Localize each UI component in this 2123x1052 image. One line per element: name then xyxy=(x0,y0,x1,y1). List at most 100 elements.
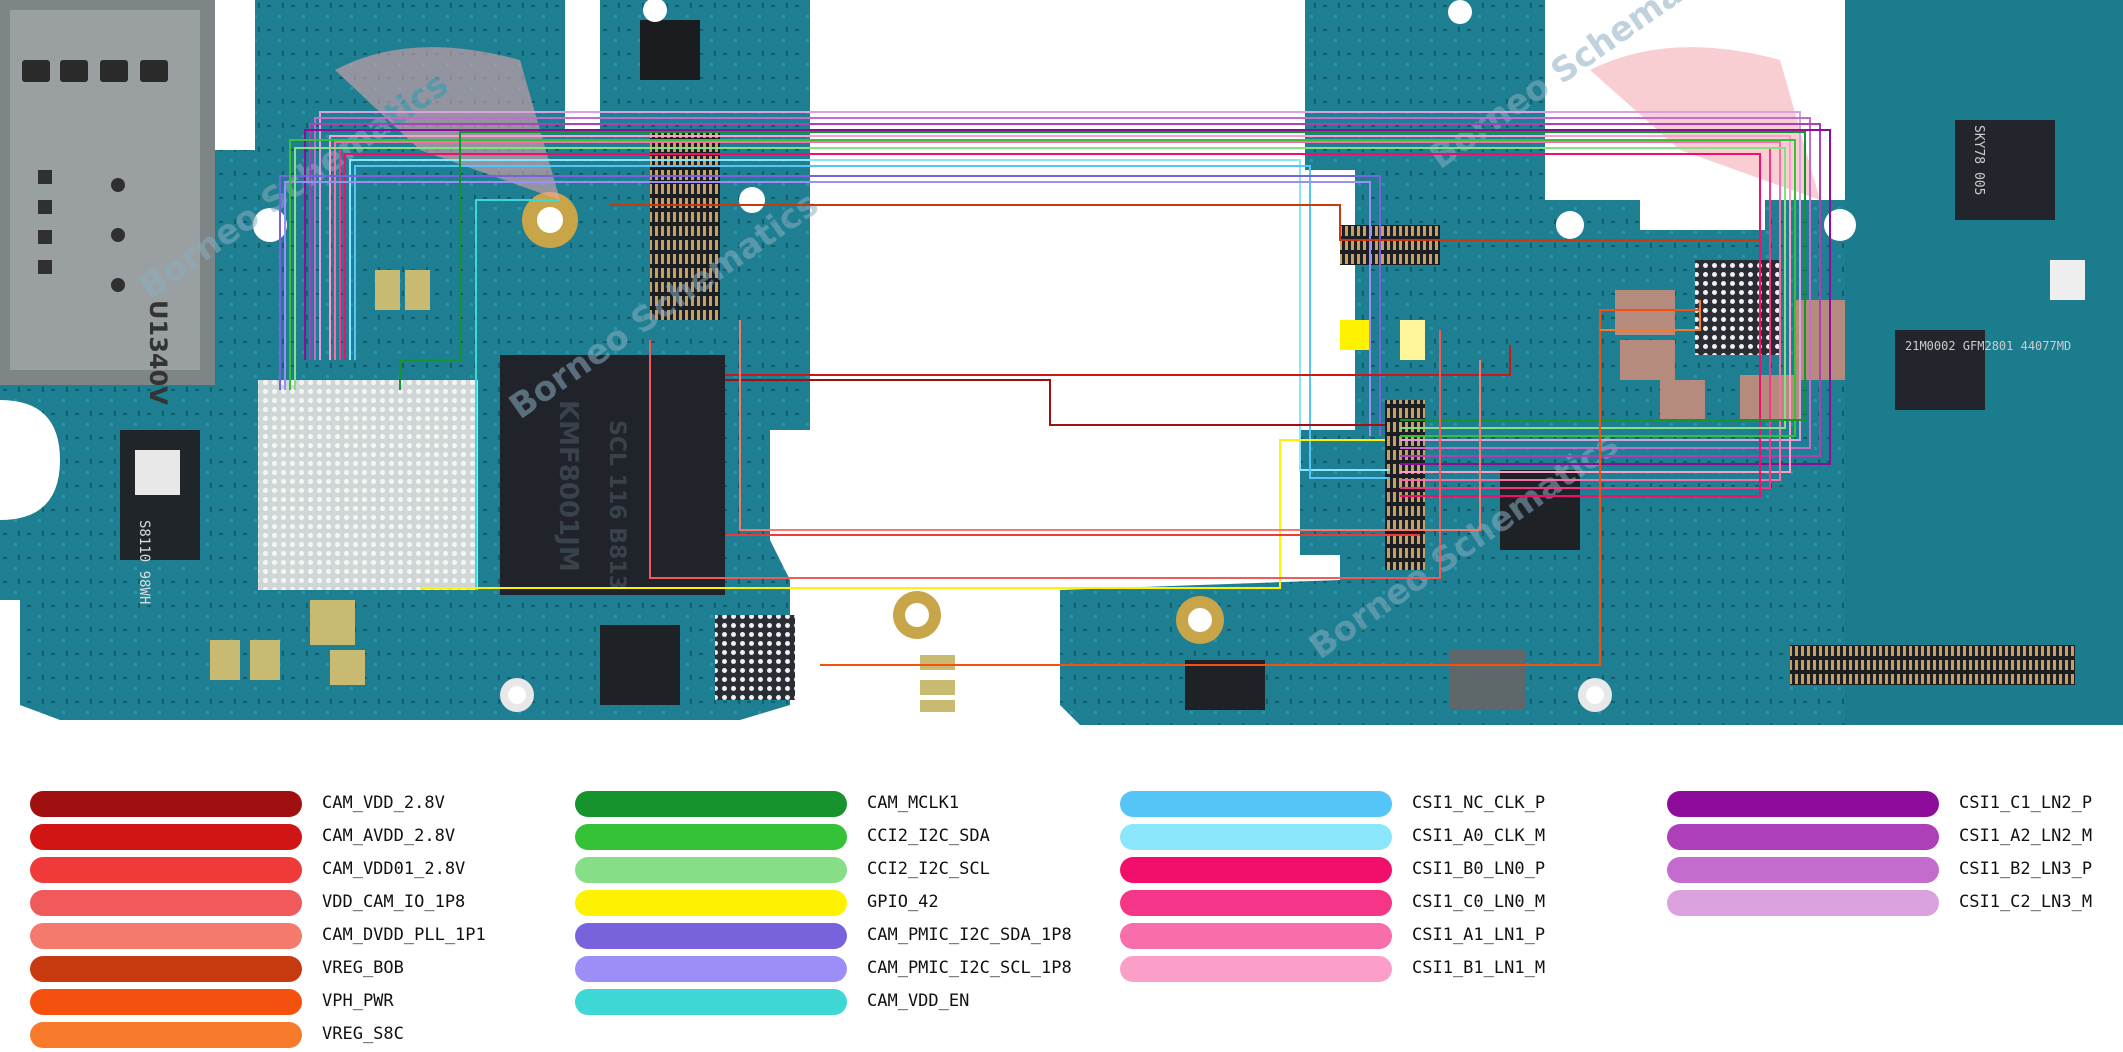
legend-item: VREG_BOB xyxy=(30,953,550,986)
legend-label: CSI1_A1_LN1_P xyxy=(1412,925,1546,945)
legend-swatch xyxy=(1120,857,1392,883)
trace-csi1-b1-ln1-m xyxy=(329,135,1791,473)
legend-label: CSI1_A0_CLK_M xyxy=(1412,826,1546,846)
board-svg: U1340V S8110 98WH KMF8001JM SCL 116 B813 xyxy=(0,0,2123,725)
legend-item: CAM_PMIC_I2C_SCL_1P8 xyxy=(575,953,1095,986)
legend-swatch xyxy=(30,989,302,1015)
legend-swatch xyxy=(1120,923,1392,949)
chip-marking-sim: U1340V xyxy=(144,300,172,405)
legend-swatch xyxy=(30,890,302,916)
legend-swatch xyxy=(575,857,847,883)
legend-item: CAM_AVDD_2.8V xyxy=(30,821,550,854)
trace-csi1-c1-ln2-p xyxy=(304,129,1831,465)
legend-swatch xyxy=(30,1022,302,1048)
legend-swatch xyxy=(575,923,847,949)
legend-item: CAM_DVDD_PLL_1P1 xyxy=(30,920,550,953)
legend-label: CSI1_NC_CLK_P xyxy=(1412,793,1546,813)
legend-label: CAM_PMIC_I2C_SDA_1P8 xyxy=(867,925,1072,945)
right-board: SKY78 005 21M0002 GFM2801 44077MD xyxy=(1060,0,2123,725)
legend-label: CAM_DVDD_PLL_1P1 xyxy=(322,925,486,945)
legend-item: CSI1_A1_LN1_P xyxy=(1120,920,1640,953)
legend-item: CCI2_I2C_SCL xyxy=(575,854,1095,887)
legend-label: VREG_BOB xyxy=(322,958,404,978)
legend-label: CAM_VDD_2.8V xyxy=(322,793,445,813)
legend-swatch xyxy=(1667,857,1939,883)
legend-label: VPH_PWR xyxy=(322,991,394,1011)
legend-column-1: CAM_VDD_2.8V CAM_AVDD_2.8V CAM_VDD01_2.8… xyxy=(30,788,550,1052)
legend-item: CAM_PMIC_I2C_SDA_1P8 xyxy=(575,920,1095,953)
trace-csi1-a2-ln2-m xyxy=(309,123,1821,457)
legend: CAM_VDD_2.8V CAM_AVDD_2.8V CAM_VDD01_2.8… xyxy=(0,770,2123,1052)
legend-label: VREG_S8C xyxy=(322,1024,404,1044)
legend-item: CSI1_C0_LN0_M xyxy=(1120,887,1640,920)
trace-cci2-scl xyxy=(294,147,1786,429)
legend-swatch xyxy=(575,956,847,982)
legend-item: CAM_VDD_EN xyxy=(575,986,1095,1019)
trace-vreg-s8c xyxy=(1600,300,1701,331)
legend-column-3: CSI1_NC_CLK_P CSI1_A0_CLK_M CSI1_B0_LN0_… xyxy=(1120,788,1640,986)
trace-gpio-42 xyxy=(420,439,1385,589)
legend-item: CSI1_C1_LN2_P xyxy=(1667,788,2123,821)
trace-cam-mclk1 xyxy=(399,131,1806,421)
signal-traces xyxy=(279,111,1831,666)
trace-vdd-cam-io xyxy=(649,330,1441,579)
legend-label: VDD_CAM_IO_1P8 xyxy=(322,892,466,912)
pcb-diagram: U1340V S8110 98WH KMF8001JM SCL 116 B813 xyxy=(0,0,2123,725)
legend-label: CAM_PMIC_I2C_SCL_1P8 xyxy=(867,958,1072,978)
legend-item: GPIO_42 xyxy=(575,887,1095,920)
legend-item: CSI1_B0_LN0_P xyxy=(1120,854,1640,887)
legend-swatch xyxy=(575,989,847,1015)
legend-label: CSI1_A2_LN2_M xyxy=(1959,826,2093,846)
legend-column-4: CSI1_C1_LN2_P CSI1_A2_LN2_M CSI1_B2_LN3_… xyxy=(1667,788,2123,920)
chip-marking-mem: KMF8001JM xyxy=(553,400,583,572)
legend-swatch xyxy=(575,791,847,817)
legend-swatch xyxy=(1667,824,1939,850)
legend-label: CSI1_B1_LN1_M xyxy=(1412,958,1546,978)
trace-vreg-bob xyxy=(610,204,1760,241)
legend-swatch xyxy=(1667,890,1939,916)
legend-swatch xyxy=(1120,791,1392,817)
legend-swatch xyxy=(1120,890,1392,916)
trace-csi1-a0-clk-m xyxy=(349,159,1390,471)
legend-label: CSI1_B0_LN0_P xyxy=(1412,859,1546,879)
legend-item: CSI1_B2_LN3_P xyxy=(1667,854,2123,887)
legend-label: GPIO_42 xyxy=(867,892,939,912)
trace-csi1-nc-clk-p xyxy=(354,165,1390,479)
legend-label: CAM_VDD01_2.8V xyxy=(322,859,466,879)
legend-label: CAM_AVDD_2.8V xyxy=(322,826,456,846)
trace-vph-pwr xyxy=(820,309,1700,666)
legend-item: VDD_CAM_IO_1P8 xyxy=(30,887,550,920)
trace-csi1-b0-ln0-p xyxy=(344,153,1761,497)
legend-item: CSI1_A0_CLK_M xyxy=(1120,821,1640,854)
chip-marking-mem2: SCL 116 B813 xyxy=(604,420,629,590)
trace-csi1-c2-ln3-m xyxy=(319,111,1801,441)
legend-label: CAM_VDD_EN xyxy=(867,991,970,1011)
legend-item: CSI1_A2_LN2_M xyxy=(1667,821,2123,854)
trace-cci2-sda xyxy=(289,139,1796,437)
chip-marking-1: S8110 98WH xyxy=(136,520,152,604)
trace-cam-avdd-2v8 xyxy=(725,345,1511,376)
legend-swatch xyxy=(1120,824,1392,850)
legend-swatch xyxy=(30,857,302,883)
legend-swatch xyxy=(30,791,302,817)
legend-item: CAM_VDD01_2.8V xyxy=(30,854,550,887)
trace-cam-pmic-sda xyxy=(279,175,1381,436)
chip-marking-r2: 21M0002 GFM2801 44077MD xyxy=(1905,339,2071,353)
legend-label: CCI2_I2C_SDA xyxy=(867,826,990,846)
legend-item: VPH_PWR xyxy=(30,986,550,1019)
legend-column-2: CAM_MCLK1 CCI2_I2C_SDA CCI2_I2C_SCL GPIO… xyxy=(575,788,1095,1019)
legend-swatch xyxy=(1667,791,1939,817)
legend-swatch xyxy=(575,890,847,916)
legend-label: CSI1_C1_LN2_P xyxy=(1959,793,2093,813)
trace-cam-pmic-scl xyxy=(284,181,1371,436)
chip-marking-r1: SKY78 005 xyxy=(1971,125,1986,195)
legend-swatch xyxy=(30,923,302,949)
trace-csi1-b2-ln3-p xyxy=(314,117,1811,449)
legend-item: CSI1_B1_LN1_M xyxy=(1120,953,1640,986)
legend-item: CSI1_NC_CLK_P xyxy=(1120,788,1640,821)
legend-swatch xyxy=(575,824,847,850)
trace-cam-dvdd-pll xyxy=(739,320,1481,531)
legend-swatch xyxy=(30,824,302,850)
legend-label: CCI2_I2C_SCL xyxy=(867,859,990,879)
trace-cam-vdd-2v8 xyxy=(725,379,1385,426)
